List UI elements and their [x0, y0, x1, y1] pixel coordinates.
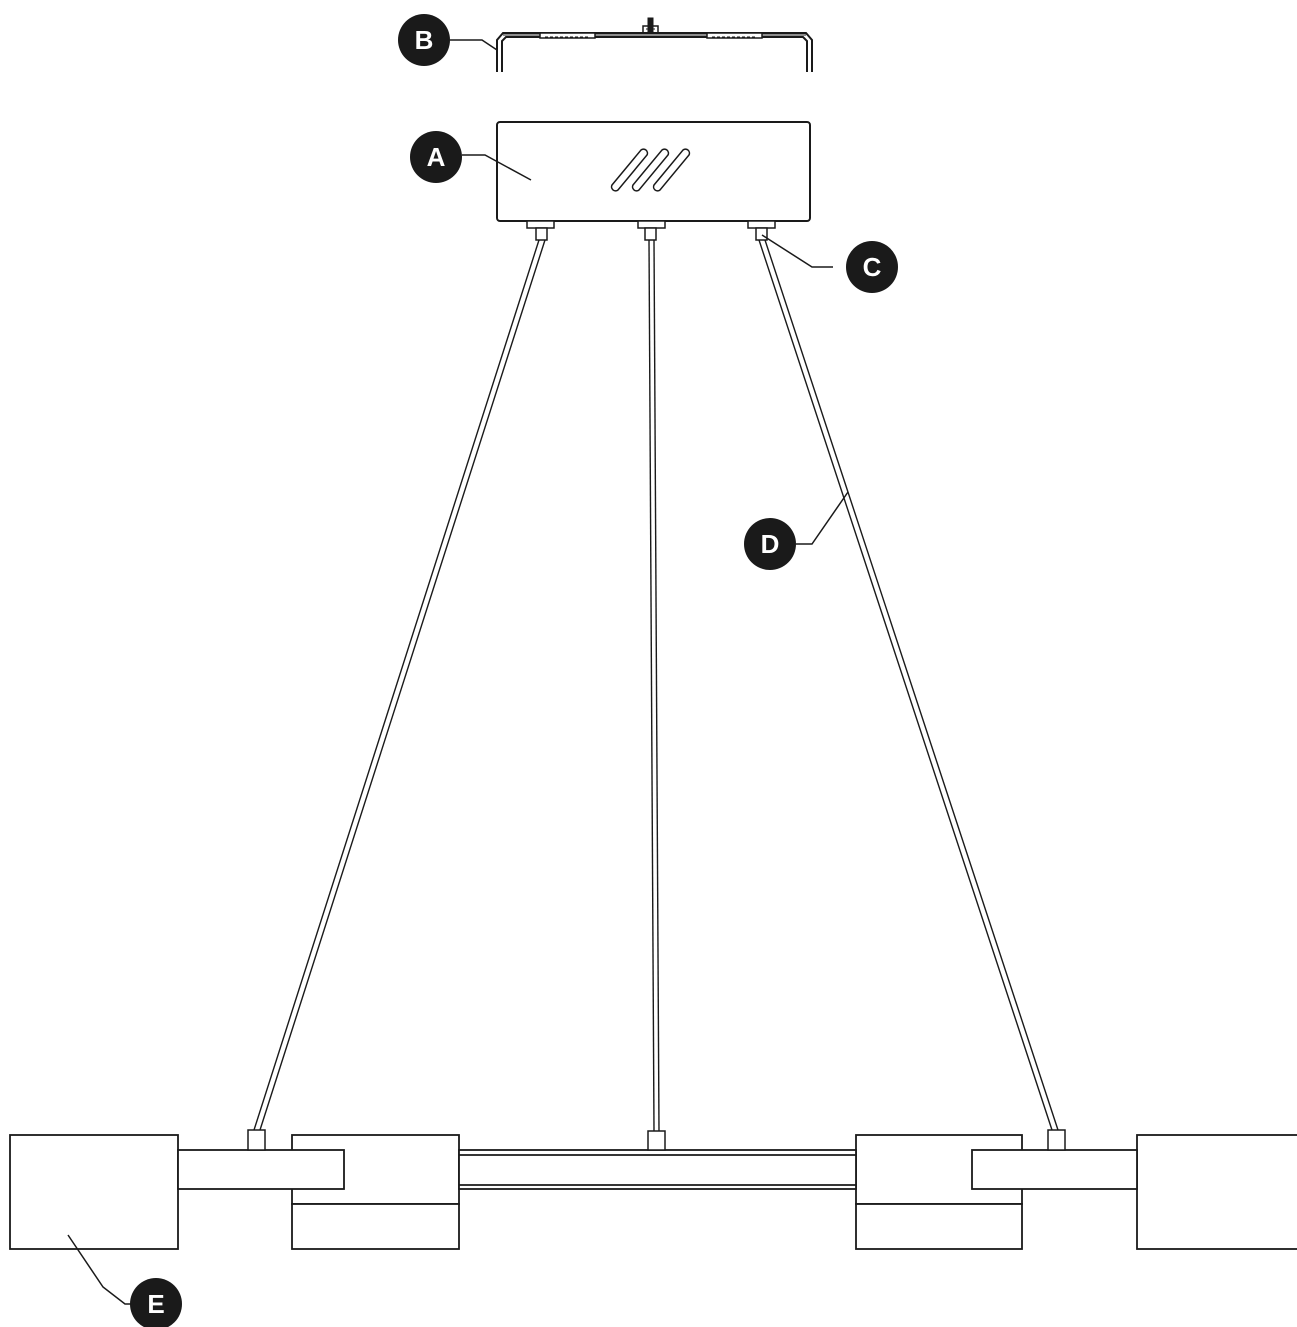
callout-b: B: [398, 14, 450, 66]
leader-d: [796, 491, 849, 545]
anchor-center: [647, 1130, 666, 1151]
arm-left: [177, 1149, 345, 1190]
leader-c: [761, 234, 833, 268]
cable-gripper-left: [526, 220, 555, 241]
callout-c: C: [846, 241, 898, 293]
arm-right: [971, 1149, 1138, 1190]
suspension-cables: [253, 239, 1059, 1132]
cable-gripper-right: [747, 220, 776, 241]
shade-inner-left-bottom: [291, 1203, 460, 1250]
leader-b: [450, 39, 498, 51]
svg-text:E: E: [147, 1289, 164, 1319]
shade-outer-left: [9, 1134, 179, 1250]
shade-inner-right-bottom: [855, 1203, 1023, 1250]
callout-e: E: [130, 1278, 182, 1327]
mounting-bracket: [496, 32, 813, 72]
cable-anchors: [247, 1129, 1066, 1151]
glass-reflection-icon: [610, 148, 691, 192]
center-bar: [458, 1149, 857, 1190]
anchor-right: [1047, 1129, 1066, 1151]
anchor-left: [247, 1129, 266, 1151]
shade-outer-right: [1136, 1134, 1297, 1250]
cable-gripper-center: [637, 220, 666, 241]
leader-a: [462, 154, 532, 181]
svg-text:A: A: [427, 142, 446, 172]
svg-text:D: D: [761, 529, 780, 559]
callout-a: A: [410, 131, 462, 183]
callout-d: D: [744, 518, 796, 570]
svg-text:B: B: [415, 25, 434, 55]
leader-lines: [67, 39, 849, 1305]
svg-text:C: C: [863, 252, 882, 282]
fixture-body: [9, 1134, 1297, 1250]
mounting-screw-icon: [642, 17, 659, 34]
